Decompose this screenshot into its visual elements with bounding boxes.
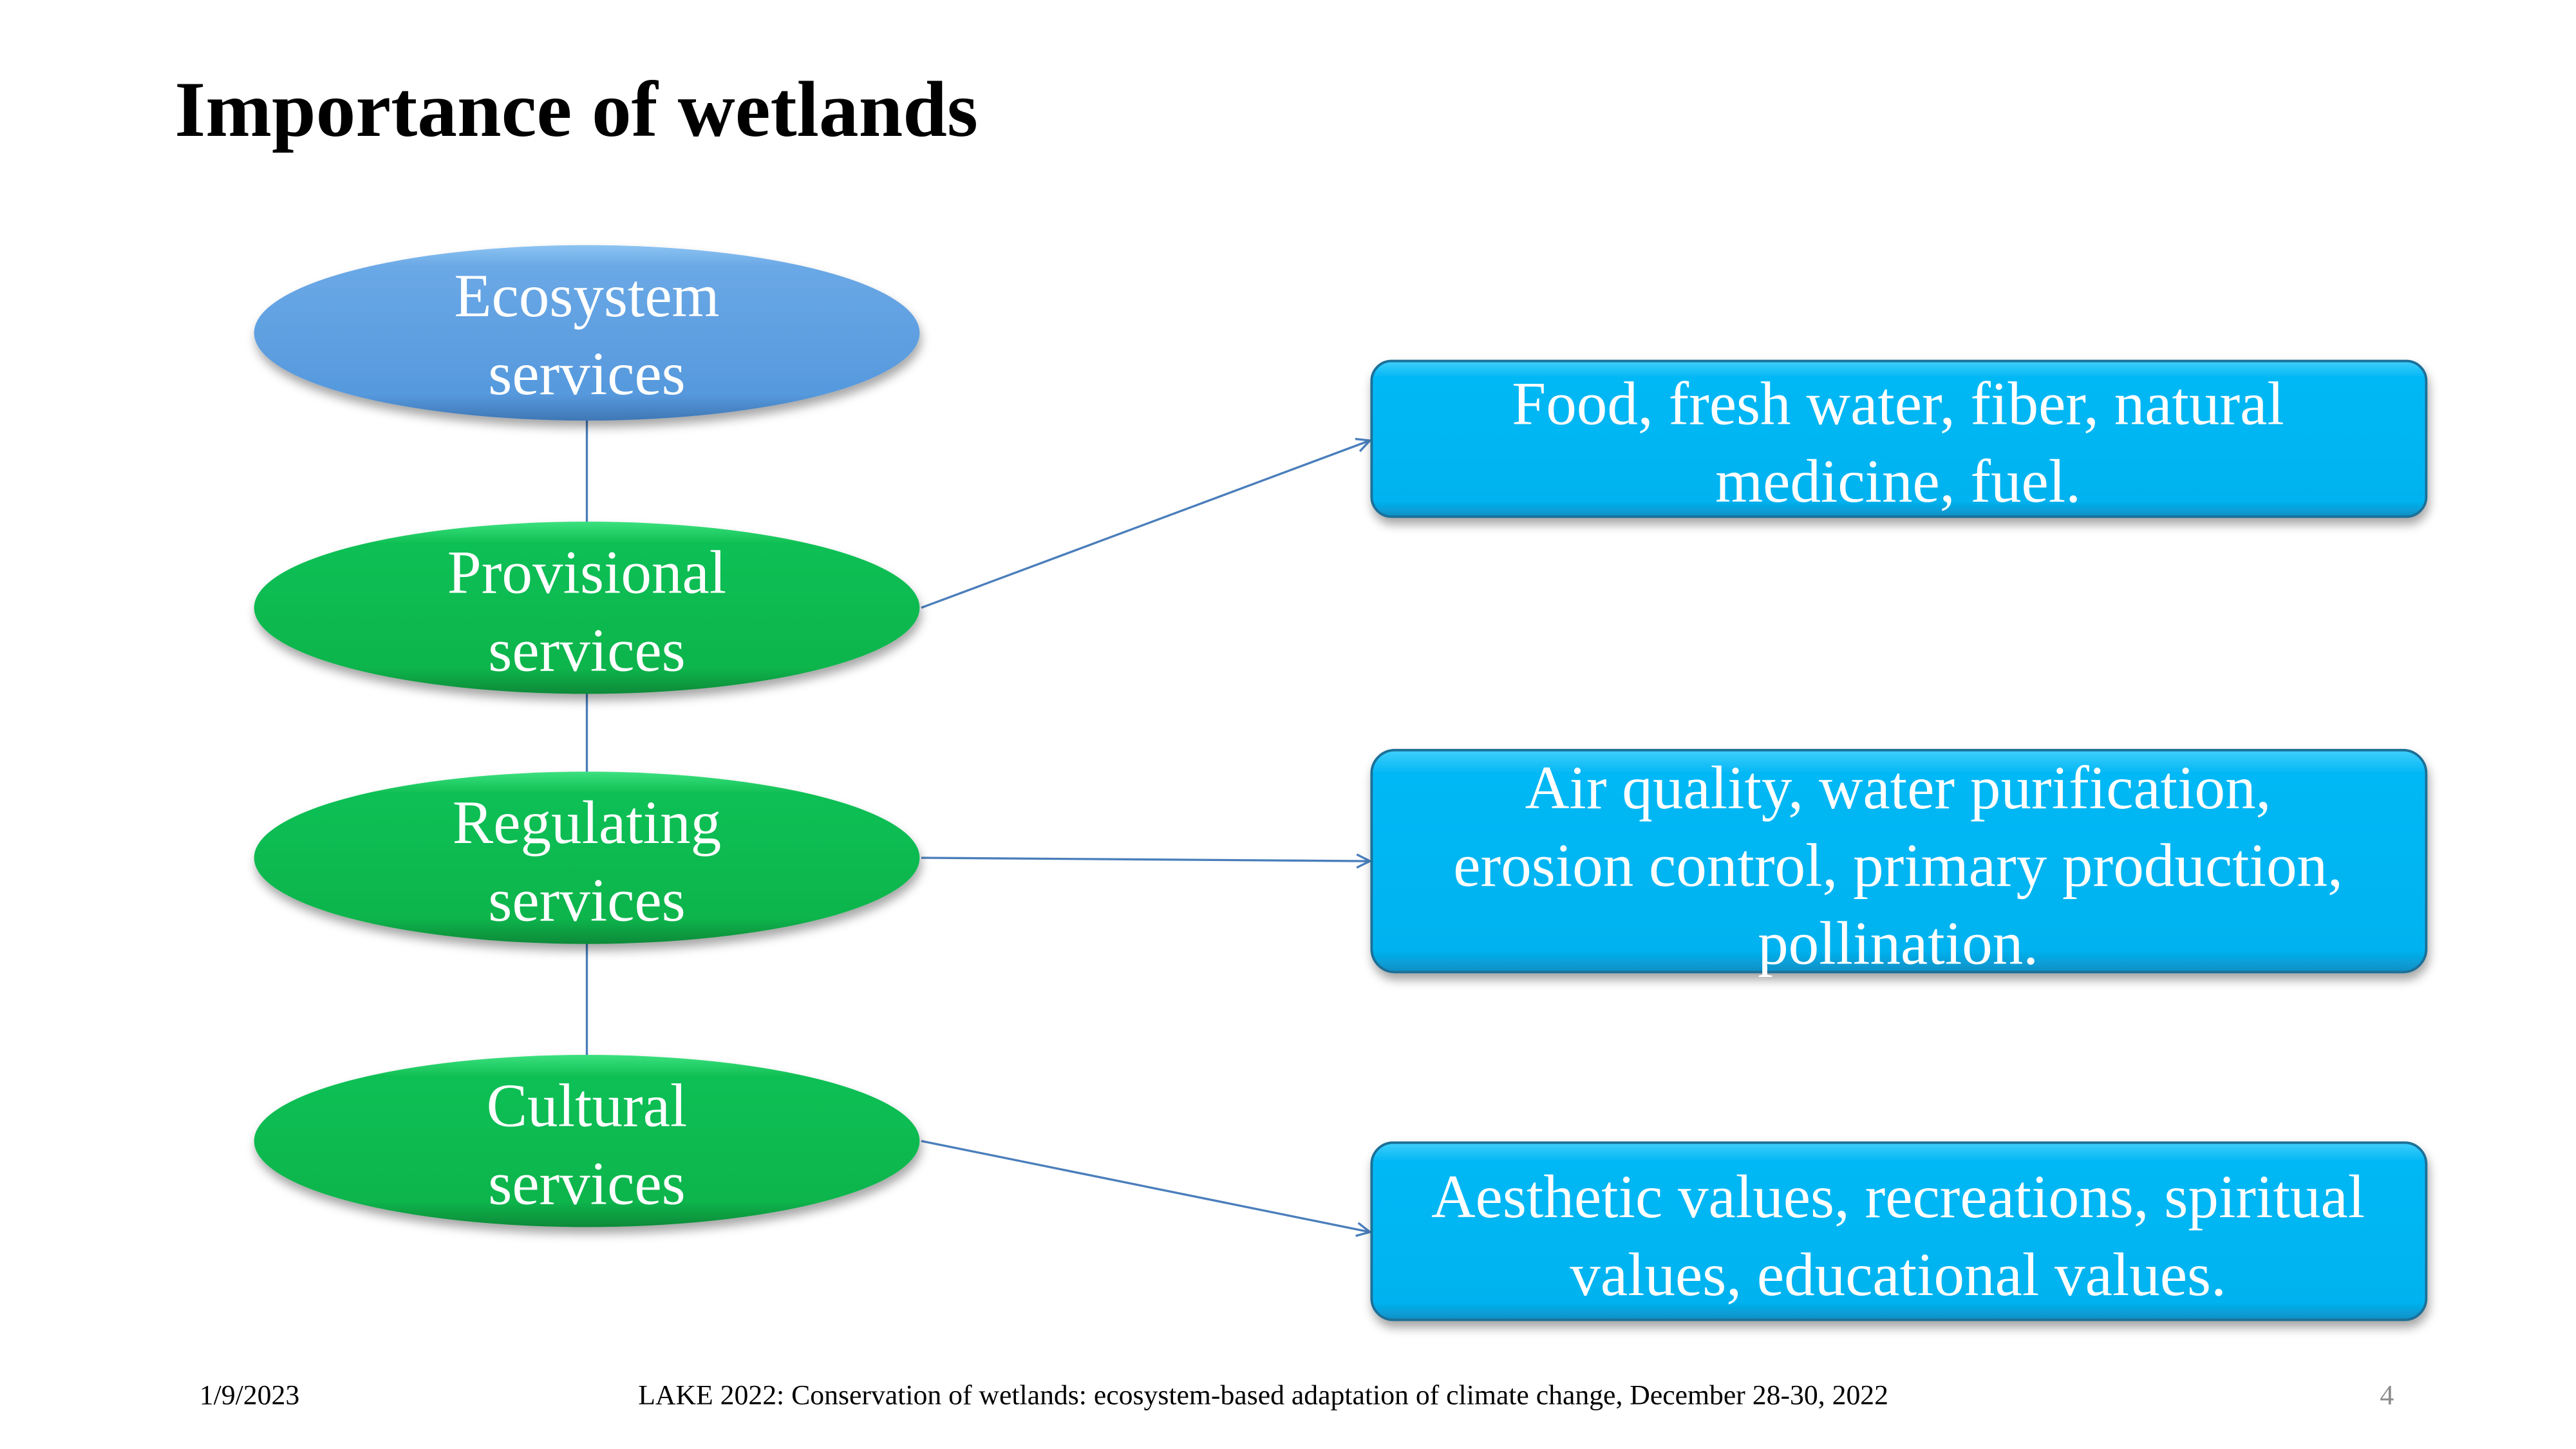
arrow-regulating	[921, 858, 1370, 861]
node-label: Provisional	[447, 538, 726, 607]
box-text: erosion control, primary production,	[1453, 831, 2343, 900]
footer-caption: LAKE 2022: Conservation of wetlands: eco…	[638, 1380, 1888, 1411]
node-label: Ecosystem	[454, 261, 719, 330]
node-label: services	[488, 866, 685, 934]
node-provisional-services: Provisional services	[254, 522, 920, 694]
box-text: values, educational values.	[1570, 1240, 2226, 1309]
node-cultural-services: Cultural services	[254, 1055, 920, 1227]
node-label: services	[488, 339, 685, 408]
box-regulating-examples: Air quality, water purification, erosion…	[1370, 748, 2428, 978]
arrow-provisional	[921, 440, 1370, 609]
box-text: pollination.	[1758, 909, 2038, 978]
node-regulating-services: Regulating services	[254, 772, 920, 944]
node-label: services	[488, 1149, 685, 1217]
arrow-cultural	[921, 1140, 1370, 1232]
box-text: Air quality, water purification,	[1525, 753, 2271, 822]
box-cultural-examples: Aesthetic values, recreations, spiritual…	[1370, 1141, 2428, 1321]
box-text: Aesthetic values, recreations, spiritual	[1431, 1162, 2365, 1231]
box-provisional-examples: Food, fresh water, fiber, natural medici…	[1370, 359, 2428, 518]
node-ecosystem-services: Ecosystem services	[254, 245, 920, 421]
box-text: medicine, fuel.	[1715, 447, 2081, 515]
node-label: Regulating	[453, 788, 721, 857]
footer-date: 1/9/2023	[200, 1380, 299, 1411]
node-label: Cultural	[487, 1072, 688, 1140]
page-number: 4	[2380, 1380, 2394, 1411]
node-label: services	[488, 616, 685, 684]
box-text: Food, fresh water, fiber, natural	[1512, 369, 2284, 437]
slide-title: Importance of wetlands	[174, 65, 978, 153]
